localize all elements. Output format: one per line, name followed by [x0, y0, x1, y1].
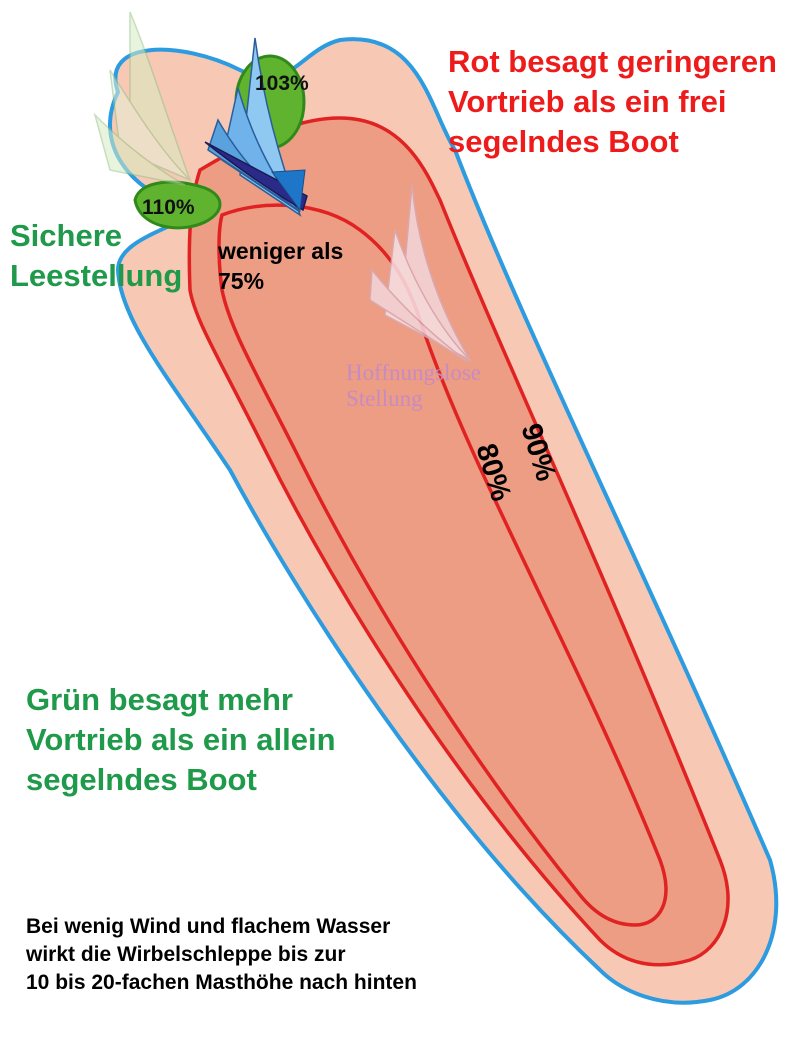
less-than-line-1: weniger als — [218, 236, 343, 266]
red-explanation-line-2: Vortrieb als ein frei — [448, 82, 777, 122]
green-explanation: Grün besagt mehr Vortrieb als ein allein… — [26, 680, 336, 800]
safe-leeward-label: Sichere Leestellung — [10, 216, 182, 296]
safe-leeward-line-2: Leestellung — [10, 256, 182, 296]
green-explanation-line-1: Grün besagt mehr — [26, 680, 336, 720]
less-than-line-2: 75% — [218, 266, 343, 296]
footnote-line-1: Bei wenig Wind und flachem Wasser — [26, 913, 417, 941]
zone-110-label: 110% — [142, 196, 195, 220]
hopeless-label: Hoffnungslose Stellung — [346, 360, 481, 412]
red-explanation-line-1: Rot besagt geringeren — [448, 42, 777, 82]
red-explanation-line-3: segelndes Boot — [448, 122, 777, 162]
footnote-line-3: 10 bis 20-fachen Masthöhe nach hinten — [26, 969, 417, 997]
green-explanation-line-3: segelndes Boot — [26, 760, 336, 800]
zone-103-label: 103% — [255, 72, 309, 96]
less-than-label: weniger als 75% — [218, 236, 343, 296]
footnote: Bei wenig Wind und flachem Wasser wirkt … — [26, 913, 417, 997]
hopeless-line-1: Hoffnungslose — [346, 360, 481, 386]
footnote-line-2: wirkt die Wirbelschleppe bis zur — [26, 941, 417, 969]
red-explanation: Rot besagt geringeren Vortrieb als ein f… — [448, 42, 777, 162]
green-explanation-line-2: Vortrieb als ein allein — [26, 720, 336, 760]
safe-leeward-line-1: Sichere — [10, 216, 182, 256]
hopeless-line-2: Stellung — [346, 386, 481, 412]
